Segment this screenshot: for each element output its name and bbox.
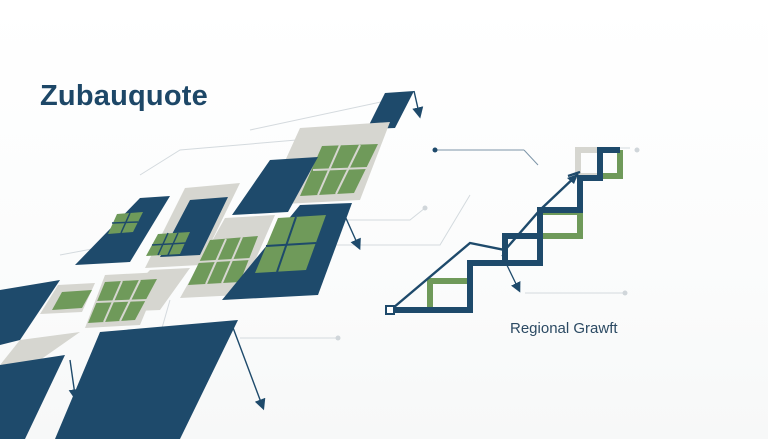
stair-caption: Regional Grawft	[510, 320, 618, 337]
growth-staircase-icon	[385, 147, 623, 315]
stair-connector	[432, 147, 539, 166]
solar-panel-cluster-icon	[0, 90, 424, 439]
slide-title: Zubauquote	[40, 80, 208, 112]
connector-dots	[335, 147, 640, 341]
